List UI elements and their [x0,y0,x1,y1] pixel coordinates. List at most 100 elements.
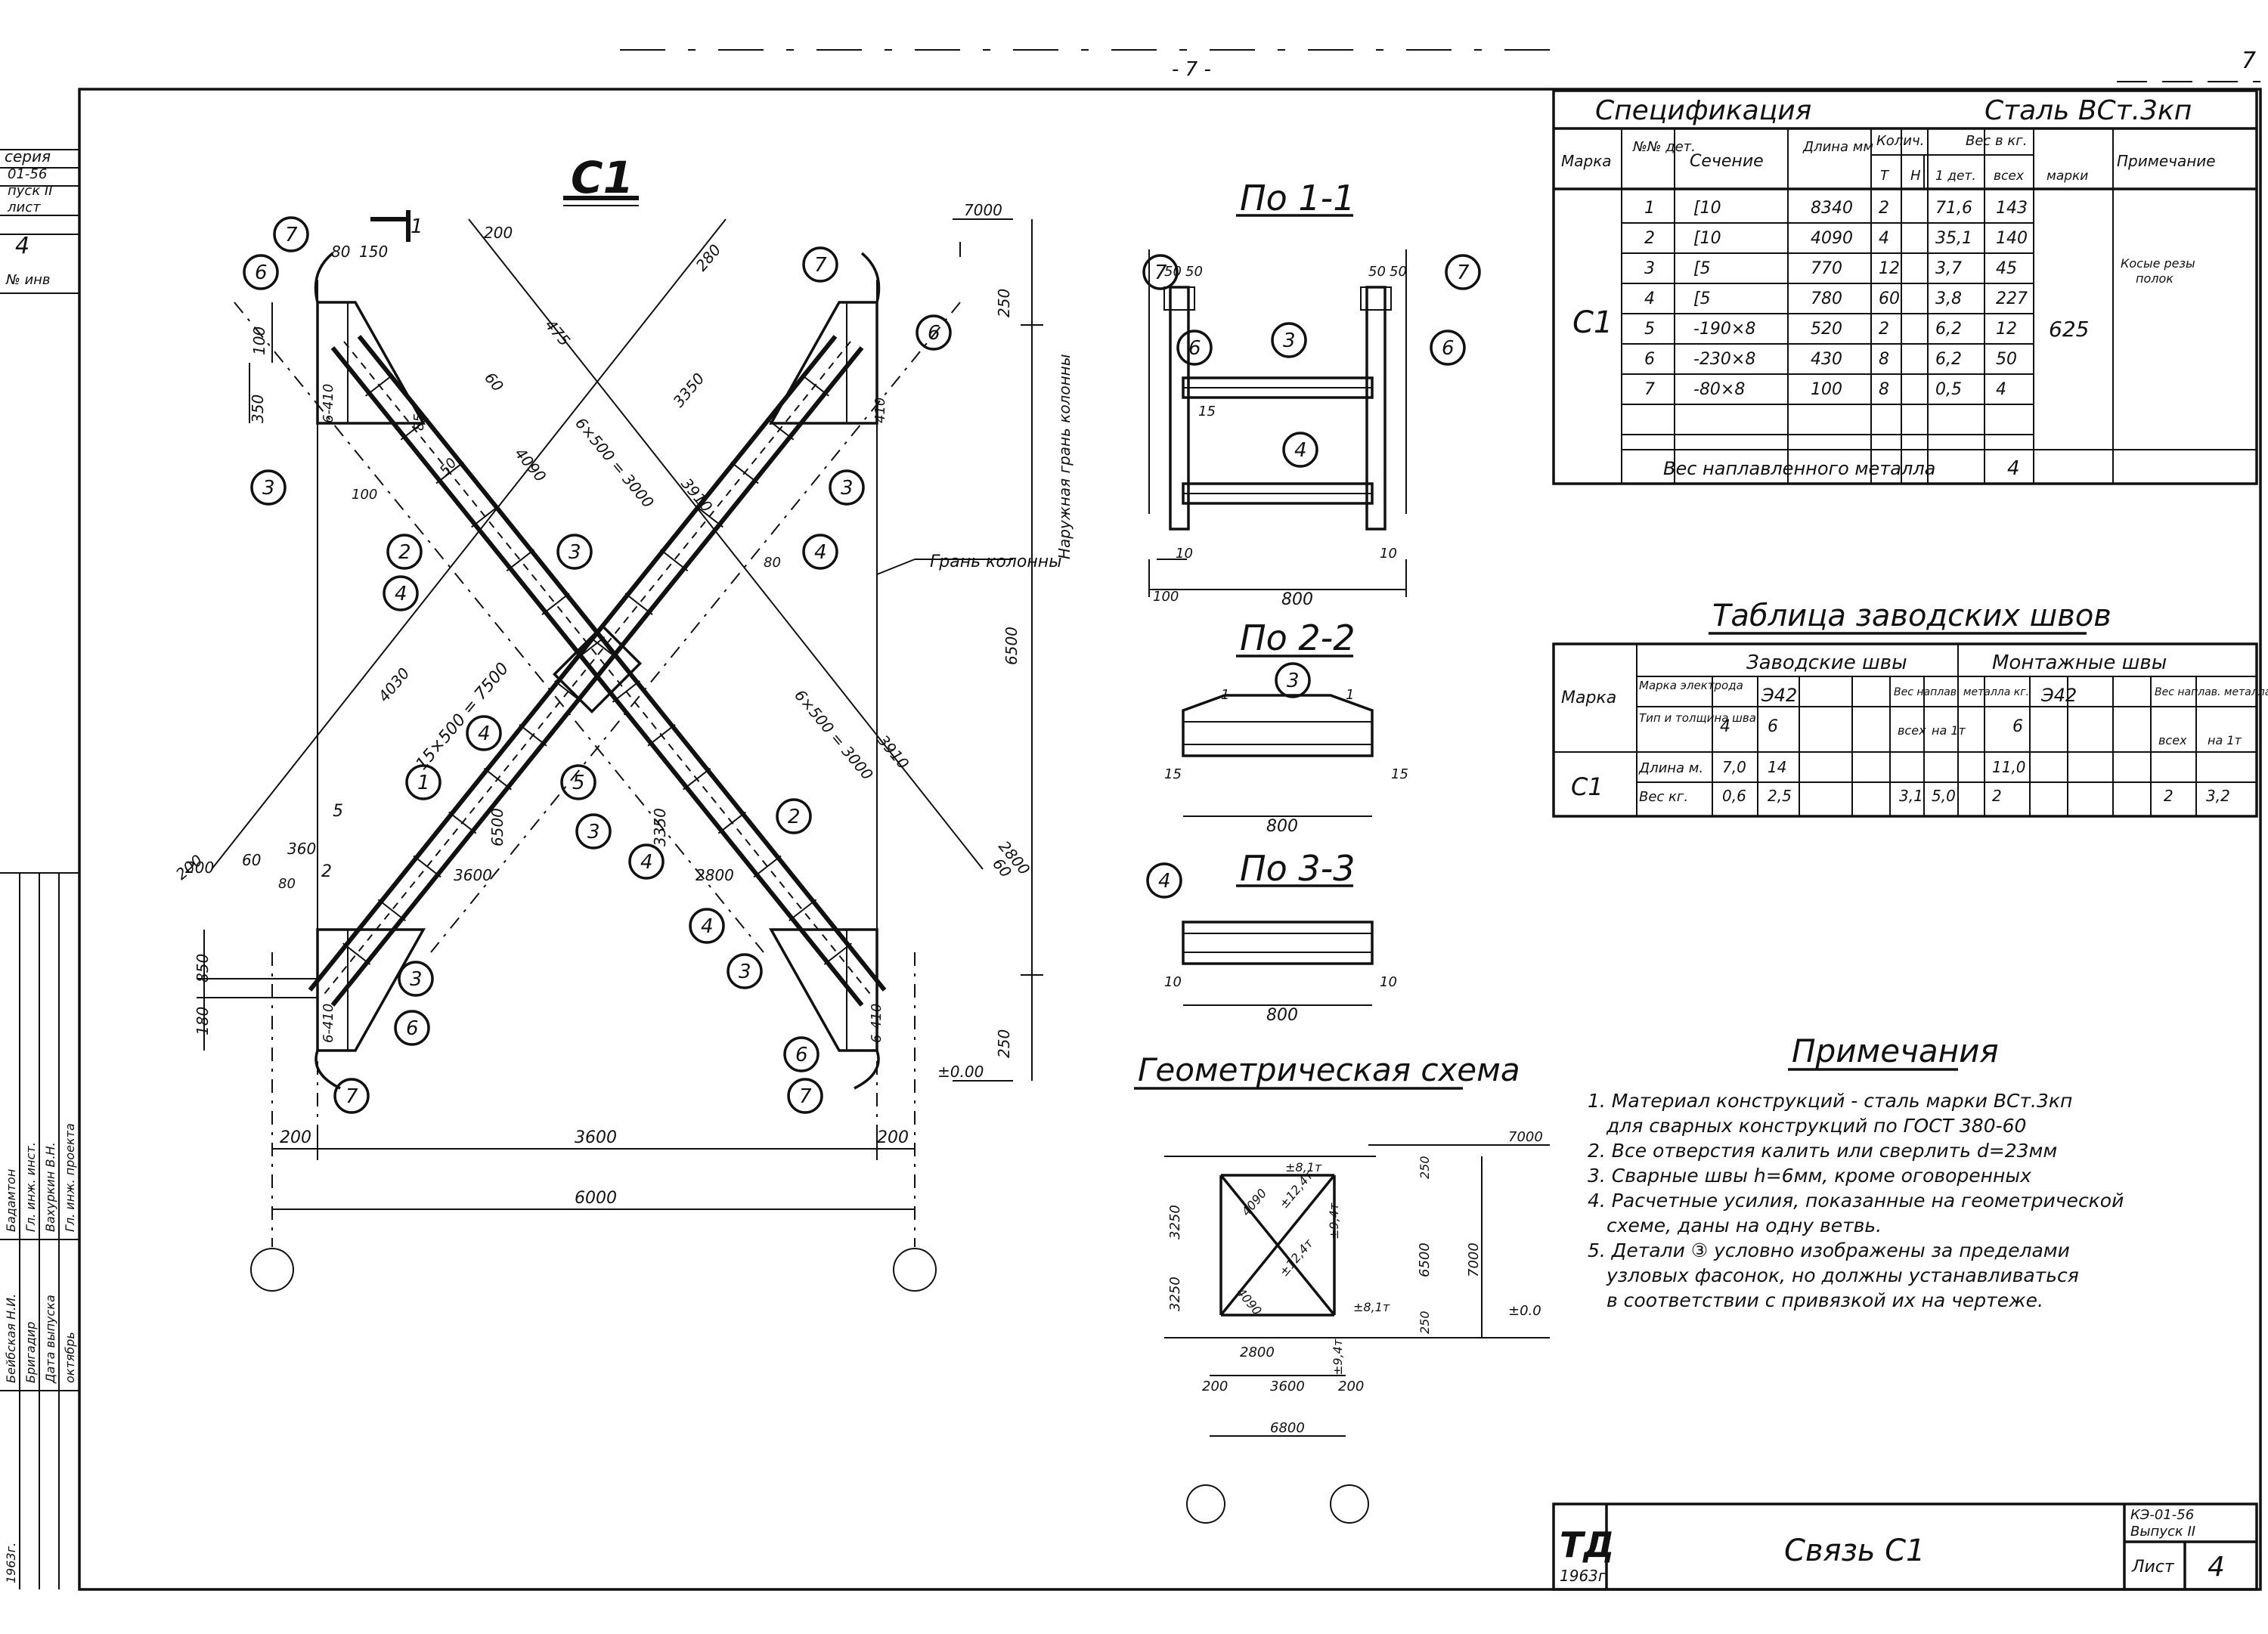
spec-section: -80×8 [1693,380,1745,399]
spec-wall: 227 [1996,289,2028,308]
dim-3600: 3600 [575,1128,617,1147]
strip-sheet-label: лист [7,200,41,215]
spec-w1: 6,2 [1935,350,1962,369]
dim-150: 150 [359,243,388,261]
welds-table: Таблица заводских швов Марка Заводские ш… [1552,599,2268,818]
signature-text: Вахуркин В.Н. [43,1142,57,1232]
svg-text:3: 3 [410,968,423,991]
svg-text:4: 4 [1294,439,1307,462]
dim-280: 280 [692,241,724,275]
batten [717,811,746,834]
spec-w1: 3,7 [1935,259,1962,278]
batten [519,724,547,747]
spec-h-qty: Колич. [1876,133,1924,149]
stamp-sheet-label: Лист [2131,1558,2175,1577]
spec-det: 7 [1644,380,1655,399]
s33-dim-10a: 10 [1164,974,1182,990]
axis-circle-right [893,1248,937,1292]
dim-200-bl: 200 [172,851,206,884]
svg-text:7: 7 [1457,262,1470,284]
s11-dim-50c: 50 [1368,264,1386,280]
spec-det: 3 [1644,259,1655,278]
spec-w1: 71,6 [1935,199,1972,218]
detail-balloon: 6 [394,1010,430,1046]
signature-text: Бригадир [23,1322,38,1383]
dim-60-bl: 60 [242,851,261,869]
notes-block: Примечания 1. Материал конструкций - ста… [1588,1032,2124,1311]
welds-weight-label-a: Вес наплав. металла кг. [2155,686,2268,698]
geo-elev-0: ±0.0 [1508,1303,1541,1319]
elev-7000: 7000 [964,201,1002,219]
svg-text:7: 7 [799,1085,812,1108]
detail-balloon: 3 [727,953,763,989]
axis-circle-left [250,1248,294,1292]
dim-6x410-bl: 6-410 [321,1004,336,1043]
spec-w1: 0,5 [1935,380,1962,399]
note-line: узловых фасонок, но должны устанавливать… [1606,1264,2079,1286]
dim-6x410-tl: 6-410 [321,384,336,423]
strip-inv: № инв [5,272,51,288]
batten [823,942,852,965]
detail-balloon: 3 [556,534,593,570]
detail-balloon: 2 [776,798,812,834]
detail-balloon: 3 [398,961,434,997]
s22-dim-15a: 15 [1164,766,1182,782]
geo-force-3: ±9,4т [1327,1202,1341,1239]
welds-title: Таблица заводских швов [1712,599,2112,633]
elev-0: ±0.00 [937,1063,984,1081]
section-1-1: По 1-1 50 50 50 50 100 800 10 10 15 [1148,178,1407,609]
batten [589,636,618,659]
welds-type-label: Тип и толщина шва [1639,711,1756,725]
welds-wt-f4: 0,6 [1722,787,1746,805]
svg-text:3: 3 [1287,670,1300,692]
batten [435,461,464,484]
batten [801,374,829,397]
s33-dim-800: 800 [1266,1006,1298,1025]
welds-h-mark: Марка [1561,689,1616,707]
spec-h-w-one: 1 дет. [1935,169,1976,184]
dim-4090-tl: 4090 [511,444,550,485]
detail-balloon: 6 [243,254,279,290]
geo-dim-250a: 250 [1418,1156,1432,1179]
dim-2: 2 [321,862,332,881]
spec-h-section: Сечение [1690,152,1764,171]
spec-wall: 12 [1996,320,2017,339]
welds-all-f: всех [1898,723,1926,738]
welds-len-f4: 7,0 [1722,758,1746,776]
welds-electrode-label: Марка электрода [1639,679,1743,692]
diagonal-bar-2 [308,335,864,1007]
dim-350: 350 [249,395,267,423]
strip-code: 01-56 [8,166,47,182]
section-2-2-title: По 2-2 [1240,617,1356,658]
dim-475-tl: 475 [541,316,574,350]
dim-80: 80 [331,243,350,261]
spec-section: -190×8 [1693,320,1755,339]
detail-balloon: 4 [628,843,665,880]
note-line: 4. Расчетные усилия, показанные на геоме… [1588,1190,2124,1212]
dim-250-top: 250 [995,289,1013,317]
dim-60-tl: 60 [481,369,507,395]
note-line: схеме, даны на одну ветвь. [1606,1215,1882,1236]
welds-h-factory: Заводские швы [1746,651,1907,674]
note-line: 2. Все отверстия калить или сверлить d=2… [1588,1140,2057,1162]
note-line: в соответствии с привязкой их на чертеже… [1606,1289,2043,1311]
gusset-plate-tr [846,302,878,424]
svg-text:3: 3 [569,541,581,564]
spec-wall: 45 [1996,259,2017,278]
detail-balloon: 3 [829,469,865,506]
spec-section: -230×8 [1693,350,1755,369]
note-line: 3. Сварные швы h=6мм, кроме оговоренных [1588,1165,2031,1187]
strip-sheet-value: 4 [15,233,29,259]
detail-balloon: 4 [802,534,838,570]
spec-qty: 8 [1879,380,1889,399]
title-stamp: ТД 1963г Связь С1 КЭ-01-56 Выпуск II Лис… [1552,1502,2258,1591]
detail-balloon: 4 [466,715,502,751]
welds-row-mark: С1 [1571,772,1603,801]
spec-note: полок [2136,271,2174,286]
dim-5: 5 [333,802,343,821]
welds-wt-a-t: 3,2 [2206,787,2230,805]
spec-note: Косые резы [2121,256,2195,271]
svg-text:3: 3 [262,477,275,500]
